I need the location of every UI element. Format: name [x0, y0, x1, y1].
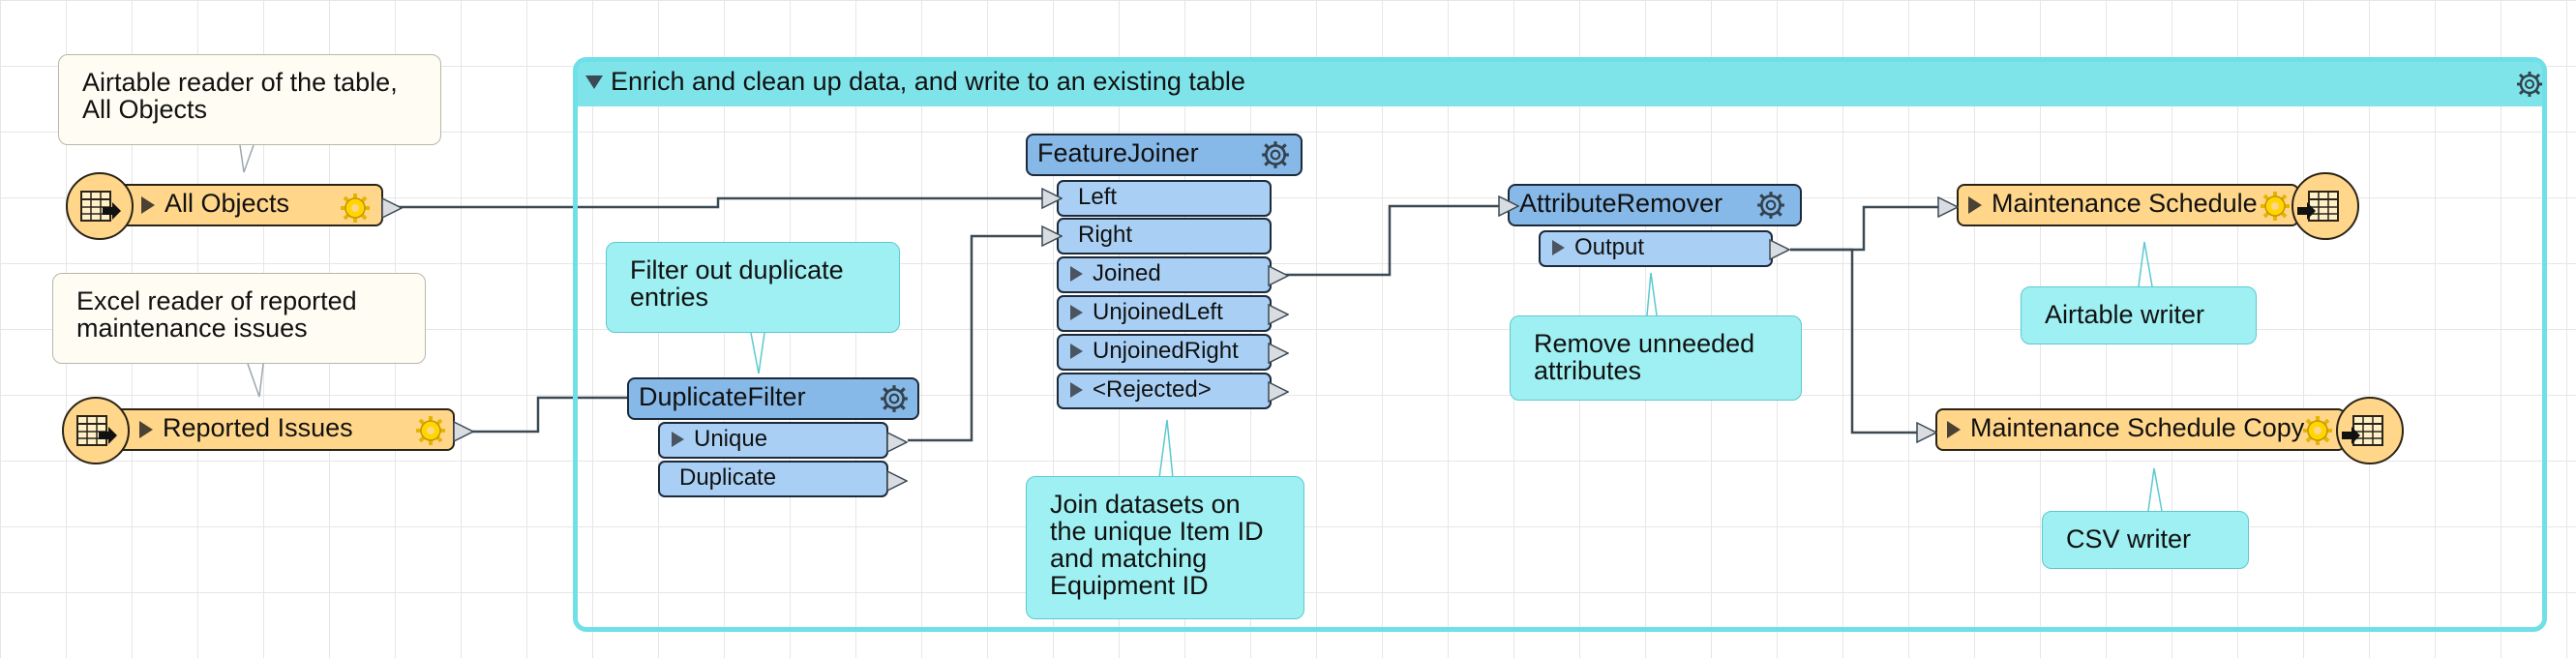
input-port-arrow-icon[interactable] — [1498, 195, 1519, 217]
input-port-arrow-icon[interactable] — [1937, 196, 1959, 218]
input-port-arrow-icon[interactable] — [1916, 422, 1937, 443]
output-port-arrow-icon[interactable] — [1268, 343, 1289, 364]
reader-reported-issues-label: Reported Issues — [163, 413, 353, 442]
port-output[interactable]: Output — [1539, 230, 1773, 267]
bookmark-container[interactable]: Enrich and clean up data, and write to a… — [573, 57, 2547, 632]
table-writer-icon — [2342, 415, 2383, 446]
connection-joined-attributeremover[interactable] — [1285, 204, 1508, 277]
port-right[interactable]: Right — [1057, 218, 1272, 254]
expand-triangle-icon[interactable] — [1070, 344, 1083, 359]
expand-triangle-icon[interactable] — [1070, 266, 1083, 282]
connection-output-maintenance-copy[interactable] — [1790, 248, 1932, 434]
output-port-arrow-icon[interactable] — [886, 432, 908, 453]
reader-all-objects-label: All Objects — [165, 189, 290, 218]
expand-triangle-icon[interactable] — [1947, 421, 1961, 438]
writer-maintenance-schedule-copy-gear-icon[interactable] — [2301, 414, 2334, 447]
expand-triangle-icon[interactable] — [672, 432, 684, 447]
bookmark-header[interactable]: Enrich and clean up data, and write to a… — [578, 62, 2542, 106]
expand-triangle-icon[interactable] — [139, 421, 153, 438]
annotation-airtable-reader[interactable]: Airtable reader of the table, All Object… — [58, 54, 441, 145]
output-port-arrow-icon[interactable] — [381, 197, 403, 219]
bookmark-gear-icon[interactable] — [2515, 70, 2544, 99]
expand-triangle-icon[interactable] — [1070, 305, 1083, 320]
connection-allobjects-left[interactable] — [399, 196, 1061, 209]
duplicate-filter-title: DuplicateFilter — [639, 382, 806, 411]
writer-maintenance-schedule-label: Maintenance Schedule — [1992, 189, 2258, 218]
writer-maintenance-schedule-copy-label: Maintenance Schedule Copy — [1970, 413, 2305, 442]
output-port-arrow-icon[interactable] — [453, 421, 474, 442]
table-reader-icon — [80, 191, 121, 222]
feature-joiner-title: FeatureJoiner — [1037, 138, 1199, 167]
writer-maintenance-schedule-gear-icon[interactable] — [2259, 190, 2291, 223]
annotation-airtable-writer[interactable]: Airtable writer — [2021, 286, 2257, 344]
expand-triangle-icon[interactable] — [141, 196, 155, 214]
transformer-feature-joiner[interactable]: FeatureJoiner — [1026, 134, 1303, 176]
expand-triangle-icon[interactable] — [1070, 382, 1083, 398]
expand-triangle-icon[interactable] — [1968, 196, 1982, 214]
feature-joiner-gear-icon[interactable] — [1260, 139, 1291, 170]
duplicate-filter-gear-icon[interactable] — [879, 383, 910, 414]
writer-maintenance-schedule[interactable]: Maintenance Schedule — [1957, 184, 2299, 226]
output-port-arrow-icon[interactable] — [1268, 381, 1289, 403]
annotation-filter-duplicates[interactable]: Filter out duplicate entries — [606, 242, 900, 333]
annotation-remove-attributes[interactable]: Remove unneeded attributes — [1510, 315, 1802, 401]
port-unique[interactable]: Unique — [658, 422, 888, 459]
connection-reportedissues-duplicatefilter[interactable] — [472, 396, 627, 434]
input-port-arrow-icon[interactable] — [1041, 188, 1063, 209]
attribute-remover-title: AttributeRemover — [1519, 189, 1723, 218]
reader-reported-issues-gear-icon[interactable] — [414, 414, 447, 447]
output-port-arrow-icon[interactable] — [886, 470, 908, 492]
table-writer-icon — [2297, 191, 2339, 222]
table-reader-icon — [76, 415, 117, 446]
collapse-triangle-icon[interactable] — [585, 75, 603, 89]
expand-triangle-icon[interactable] — [1552, 240, 1565, 255]
transformer-attribute-remover[interactable]: AttributeRemover — [1508, 184, 1802, 226]
port-duplicate[interactable]: Duplicate — [658, 461, 888, 497]
reader-all-objects-gear-icon[interactable] — [339, 192, 372, 224]
writer-maintenance-schedule-copy[interactable]: Maintenance Schedule Copy — [1935, 408, 2346, 451]
connection-unique-right[interactable] — [908, 234, 1061, 442]
output-port-arrow-icon[interactable] — [1268, 265, 1289, 286]
output-port-arrow-icon[interactable] — [1769, 239, 1790, 260]
reader-all-objects[interactable]: All Objects — [118, 184, 383, 226]
annotation-excel-reader[interactable]: Excel reader of reported maintenance iss… — [52, 273, 426, 364]
port-rejected[interactable]: <Rejected> — [1057, 373, 1272, 409]
annotation-join-datasets[interactable]: Join datasets on the unique Item ID and … — [1026, 476, 1304, 619]
bookmark-title: Enrich and clean up data, and write to a… — [611, 67, 1245, 96]
port-joined[interactable]: Joined — [1057, 256, 1272, 293]
transformer-duplicate-filter[interactable]: DuplicateFilter — [627, 377, 919, 420]
port-unjoined-right[interactable]: UnjoinedRight — [1057, 334, 1272, 371]
annotation-csv-writer[interactable]: CSV writer — [2042, 511, 2249, 569]
port-unjoined-left[interactable]: UnjoinedLeft — [1057, 295, 1272, 332]
port-left[interactable]: Left — [1057, 180, 1272, 217]
reader-reported-issues[interactable]: Reported Issues — [112, 408, 455, 451]
attribute-remover-gear-icon[interactable] — [1755, 190, 1786, 221]
input-port-arrow-icon[interactable] — [1041, 225, 1063, 247]
output-port-arrow-icon[interactable] — [1268, 304, 1289, 325]
